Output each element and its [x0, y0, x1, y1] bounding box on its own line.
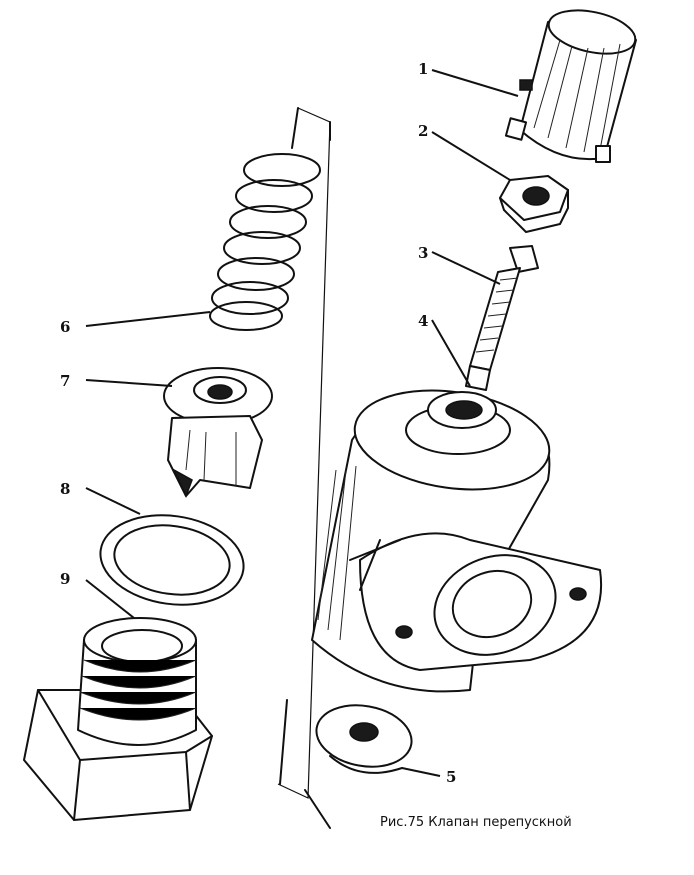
plug-part [315, 704, 413, 774]
valve-seat-part [163, 367, 273, 498]
callout-3: 3 [418, 244, 428, 262]
valve-body-part [311, 389, 603, 693]
callout-9: 9 [60, 570, 70, 588]
callout-7: 7 [60, 372, 70, 390]
callout-2: 2 [418, 122, 428, 140]
cap-part [504, 9, 637, 163]
spring-part [209, 153, 321, 331]
screw-part [465, 245, 539, 391]
separation-plane [277, 107, 331, 829]
union-nut-part [23, 617, 213, 821]
callout-labels: 1 2 3 4 5 6 7 8 9 [60, 60, 456, 786]
callout-4: 4 [418, 312, 428, 330]
nut-part [499, 175, 569, 233]
callout-1: 1 [418, 60, 428, 78]
leader-lines [85, 69, 519, 777]
callout-8: 8 [60, 480, 70, 498]
figure-caption: Рис.75 Клапан перепускной [380, 815, 572, 830]
gasket-part [99, 514, 245, 606]
callout-6: 6 [60, 318, 70, 336]
callout-5: 5 [446, 768, 456, 786]
